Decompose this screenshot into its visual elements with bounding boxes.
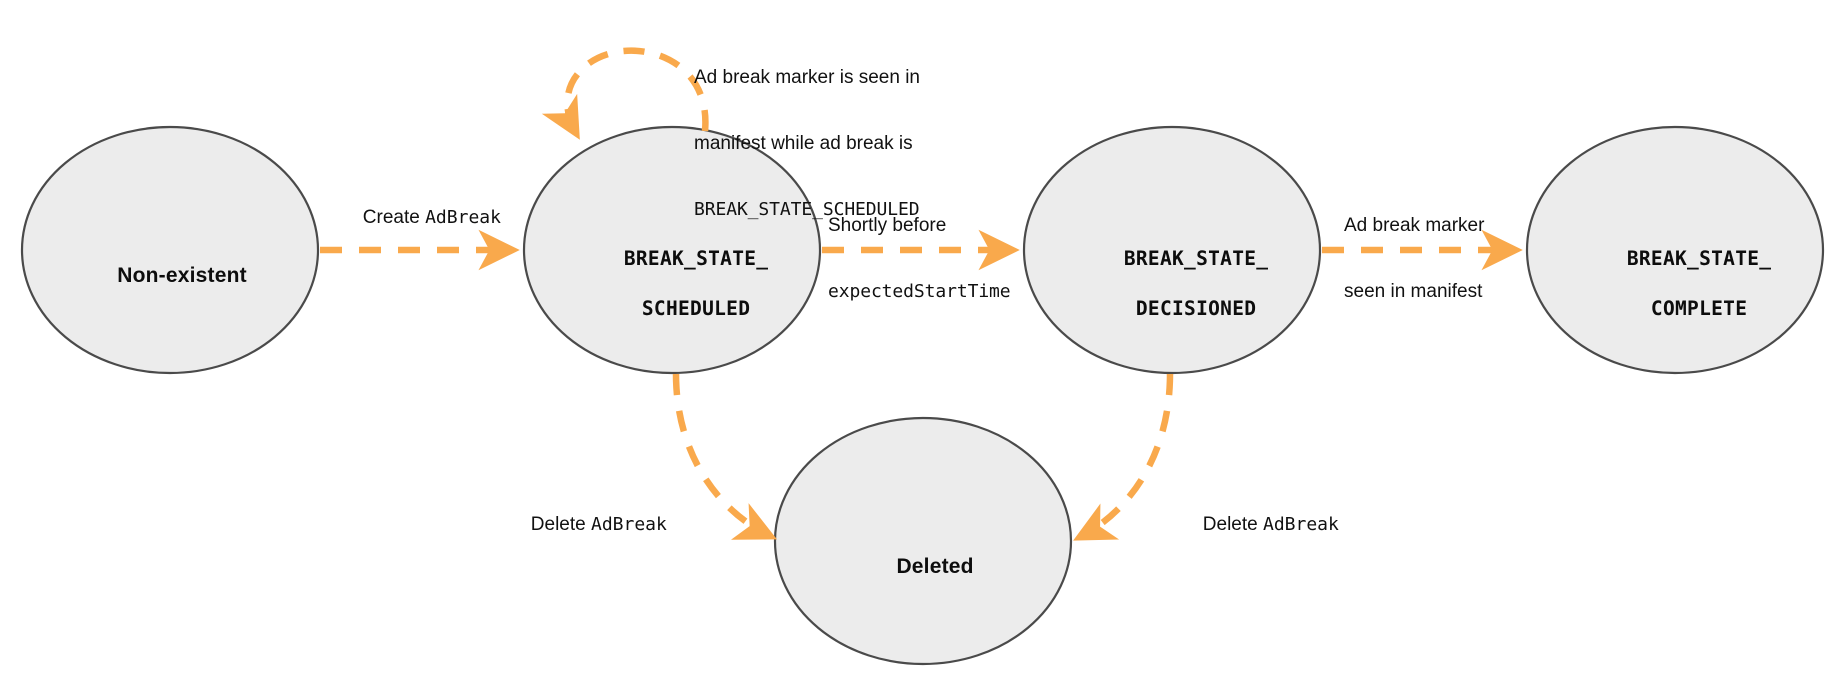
node-break-state-complete[interactable]: [1525, 125, 1825, 375]
node-break-state-scheduled[interactable]: [522, 125, 822, 375]
node-break-state-decisioned[interactable]: [1022, 125, 1322, 375]
edge-scheduled-to-deleted: [672, 373, 778, 540]
node-non-existent[interactable]: [20, 125, 320, 375]
edge-scheduled-self-loop: [541, 47, 709, 140]
edge-decisioned-to-deleted: [1073, 373, 1174, 541]
node-deleted[interactable]: [773, 416, 1073, 666]
